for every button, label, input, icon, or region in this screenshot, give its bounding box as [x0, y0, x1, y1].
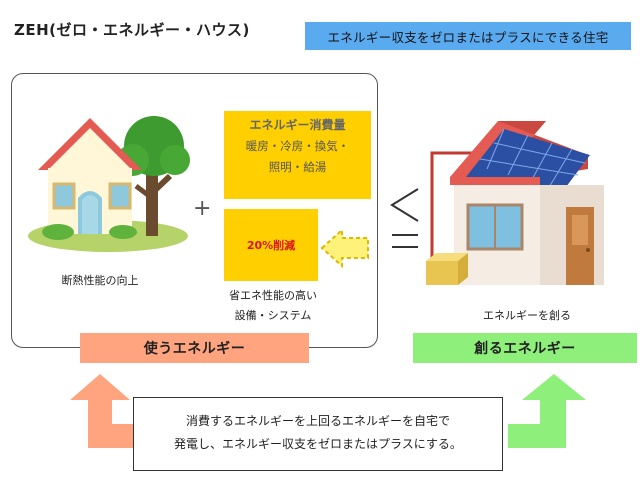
plus-sign: + — [193, 196, 212, 221]
consumption-line-1: 暖房・冷房・換気・ — [245, 139, 350, 153]
summary-line-1: 消費するエネルギーを上回るエネルギーを自宅で — [185, 414, 450, 428]
solar-house-icon — [426, 121, 604, 285]
summary-message-box: 消費するエネルギーを上回るエネルギーを自宅で 発電し、エネルギー収支をゼロまたは… — [133, 397, 503, 471]
summary-line-2: 発電し、エネルギー収支をゼロまたはプラスにする。 — [174, 437, 462, 451]
reduction-box: 20%削減 — [224, 209, 318, 281]
greater-equal-icon — [390, 188, 419, 248]
create-energy-caption: エネルギーを創る — [483, 309, 571, 322]
consumption-line-2: 照明・給湯 — [268, 160, 327, 174]
up-arrow-icon — [508, 374, 586, 448]
up-arrow-icon — [70, 374, 136, 448]
zeh-definition-badge: エネルギー収支をゼロまたはプラスにできる住宅 — [305, 22, 631, 50]
solar-panel-grid — [479, 128, 586, 190]
house-icon — [28, 116, 190, 252]
consumption-heading: エネルギー消費量 — [249, 118, 346, 132]
create-energy-bar: 創るエネルギー — [413, 333, 637, 363]
reduction-label: 20%削減 — [246, 239, 296, 252]
use-energy-bar: 使うエネルギー — [80, 333, 309, 363]
page-title: ZEH(ゼロ・エネルギー・ハウス) — [14, 21, 250, 39]
energy-consumption-box: エネルギー消費量 暖房・冷房・換気・ 照明・給湯 — [224, 111, 371, 199]
insulation-caption: 断熱性能の向上 — [61, 274, 139, 287]
equipment-caption-line-1: 省エネ性能の高い — [229, 289, 317, 302]
dashed-arrow-icon — [320, 227, 369, 269]
equipment-caption: 省エネ性能の高い 設備・システム — [214, 286, 332, 326]
battery-icon — [426, 253, 468, 285]
equipment-caption-line-2: 設備・システム — [234, 309, 312, 322]
